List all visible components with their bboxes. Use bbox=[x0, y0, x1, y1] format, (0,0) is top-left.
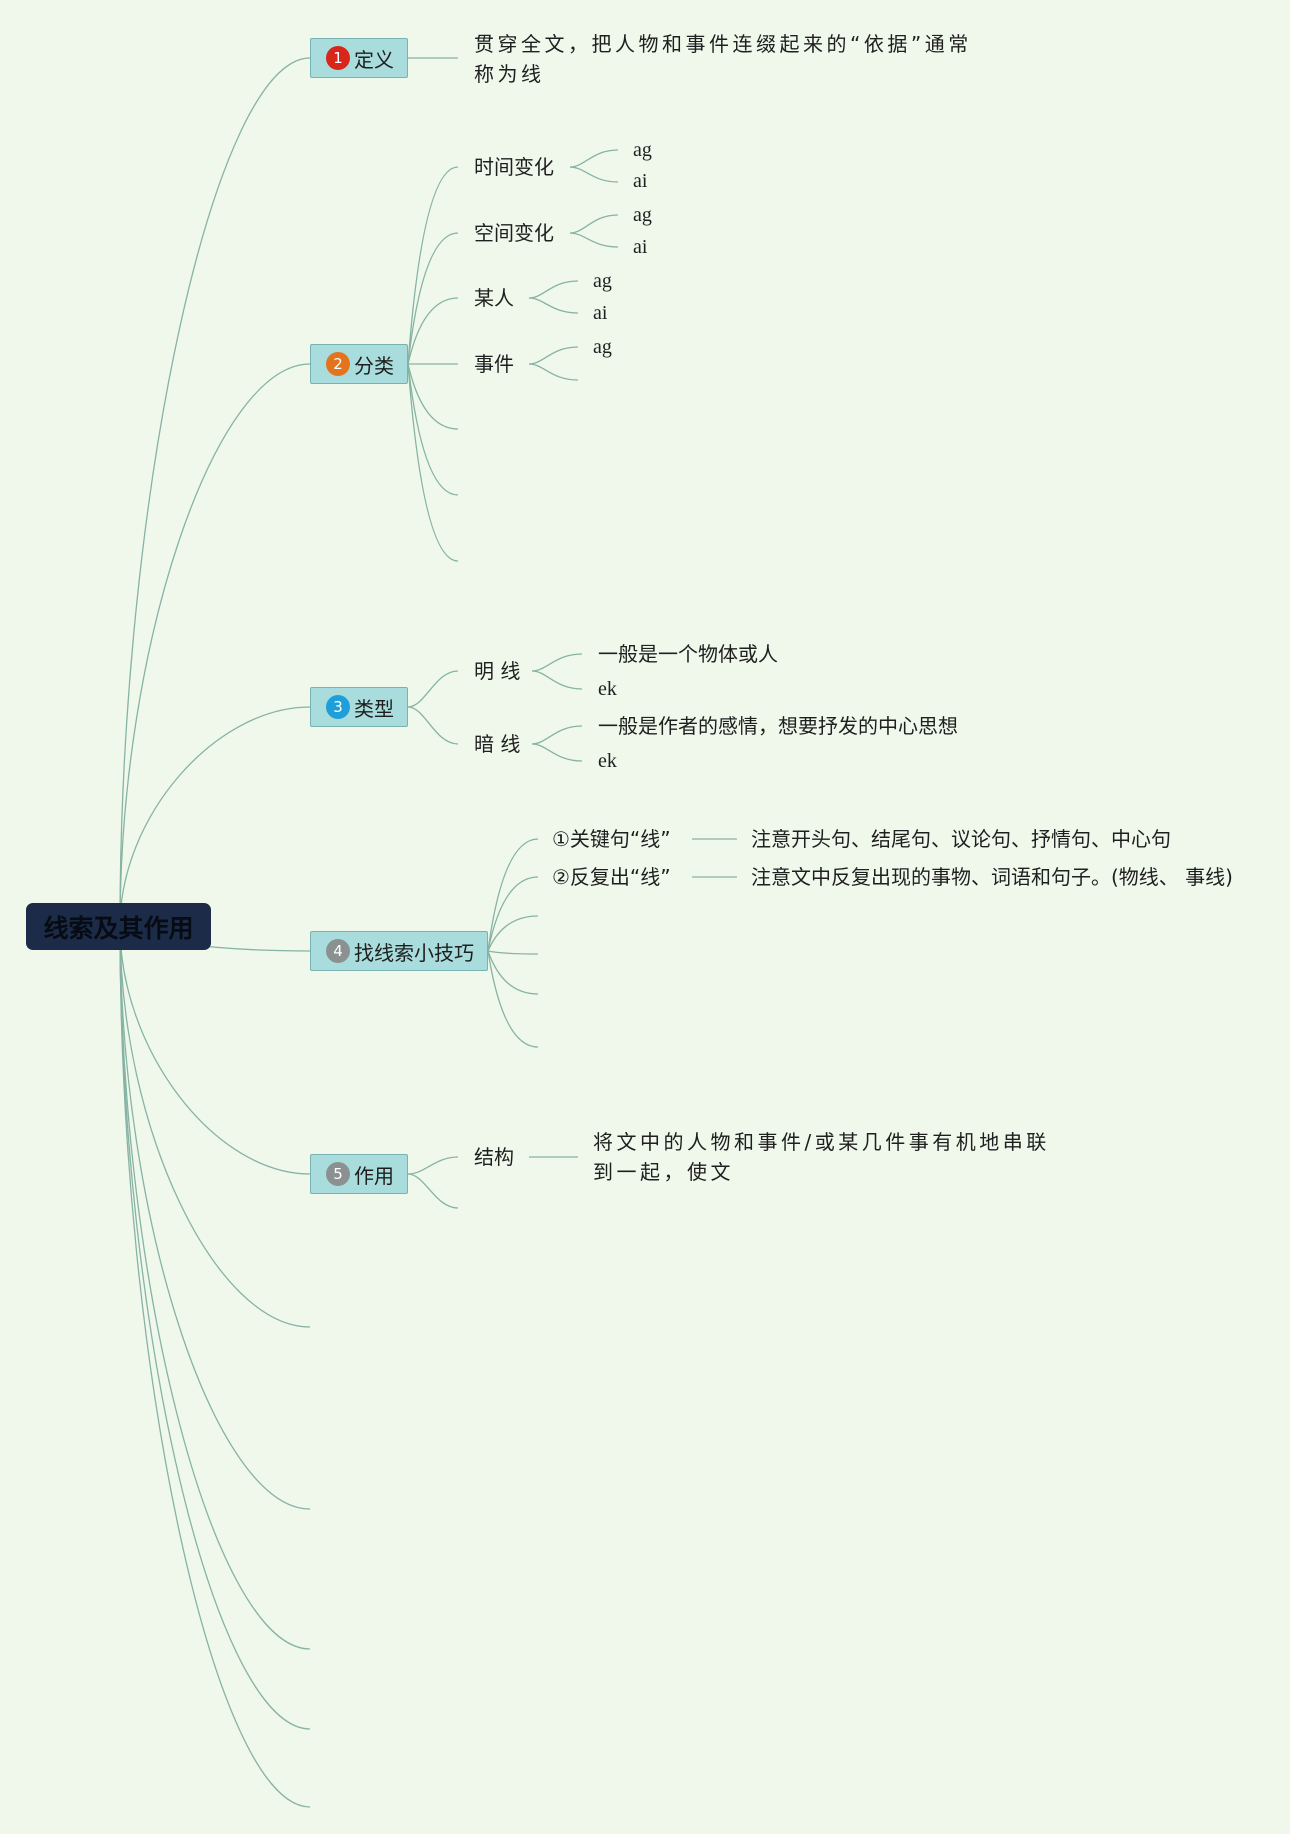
branch-classification[interactable]: 2 分类 bbox=[310, 344, 408, 384]
branch-label: 作用 bbox=[354, 1163, 394, 1188]
connector-root-function bbox=[119, 925, 311, 1175]
connector-classification-space bbox=[407, 232, 459, 365]
branch-label: 类型 bbox=[354, 696, 394, 721]
connector-person-leaf-1 bbox=[528, 280, 579, 299]
leaf-person-2[interactable]: ai bbox=[593, 302, 608, 324]
connector-implicit-leaf-2 bbox=[531, 743, 583, 762]
number-marker-3-icon: 3 bbox=[326, 695, 350, 719]
connector-root-empty-3 bbox=[119, 925, 311, 1650]
connector-root-definition bbox=[119, 57, 311, 927]
connector-tips-empty-3 bbox=[487, 950, 539, 995]
number-marker-1-icon: 1 bbox=[326, 46, 350, 70]
connector-root-empty-2 bbox=[119, 925, 311, 1510]
branch-definition[interactable]: 1 定义 bbox=[310, 38, 408, 78]
leaf-explicit-2[interactable]: ek bbox=[598, 678, 617, 700]
connector-classification-empty-1 bbox=[407, 363, 459, 430]
leaf-implicit-1[interactable]: 一般是作者的感情，想要抒发的中心思想 bbox=[598, 714, 958, 738]
connector-root-empty-1 bbox=[119, 925, 311, 1328]
connector-function-empty bbox=[407, 1173, 459, 1209]
connector-person-leaf-2 bbox=[528, 297, 579, 314]
subtopic-repetition[interactable]: ②反复出“线” bbox=[552, 865, 671, 889]
connector-event-leaf-1 bbox=[528, 346, 579, 365]
connector-tips-key-sentence bbox=[487, 838, 539, 952]
branch-label: 定义 bbox=[354, 47, 394, 72]
subtopic-implicit-clue[interactable]: 暗 线 bbox=[474, 732, 521, 756]
definition-note[interactable]: 贯穿全文，把人物和事件连缀起来的“依据”通常称为线 bbox=[474, 32, 972, 86]
central-topic[interactable]: 线索及其作用 bbox=[26, 903, 211, 950]
number-marker-5-icon: 5 bbox=[326, 1162, 350, 1186]
branch-tips[interactable]: 4 找线索小技巧 bbox=[310, 931, 488, 971]
leaf-implicit-2[interactable]: ek bbox=[598, 750, 617, 772]
detail-structure[interactable]: 将文中的人物和事件/或某几件事有机地串联到一起，使文 bbox=[593, 1130, 1050, 1184]
connector-types-explicit bbox=[407, 670, 459, 708]
connector-function-structure bbox=[407, 1156, 459, 1175]
connector-space-leaf-2 bbox=[569, 232, 619, 248]
connector-classification-empty-3 bbox=[407, 363, 459, 562]
subtopic-structure[interactable]: 结构 bbox=[474, 1145, 514, 1169]
subtopic-person[interactable]: 某人 bbox=[474, 286, 514, 310]
connector-time-leaf-2 bbox=[569, 166, 619, 183]
connector-space-leaf-1 bbox=[569, 214, 619, 234]
connector-time-leaf-1 bbox=[569, 149, 619, 168]
leaf-space-2[interactable]: ai bbox=[633, 236, 648, 258]
leaf-explicit-1[interactable]: 一般是一个物体或人 bbox=[598, 642, 778, 666]
connector-root-empty-4 bbox=[119, 925, 311, 1730]
connector-tips-repetition bbox=[487, 876, 539, 952]
number-marker-4-icon: 4 bbox=[326, 939, 350, 963]
subtopic-space-change[interactable]: 空间变化 bbox=[474, 221, 554, 245]
connector-root-types bbox=[119, 706, 311, 927]
leaf-space-1[interactable]: ag bbox=[633, 204, 652, 226]
leaf-time-2[interactable]: ai bbox=[633, 170, 648, 192]
connector-event-leaf-2 bbox=[528, 363, 579, 381]
detail-repetition[interactable]: 注意文中反复出现的事物、词语和句子。(物线、 事线) bbox=[751, 865, 1233, 889]
subtopic-event[interactable]: 事件 bbox=[474, 352, 514, 376]
connector-types-implicit bbox=[407, 706, 459, 745]
connector-classification-empty-2 bbox=[407, 363, 459, 496]
leaf-event-1[interactable]: ag bbox=[593, 336, 612, 358]
connector-classification-person bbox=[407, 297, 459, 365]
connector-root-empty-5 bbox=[119, 925, 311, 1808]
subtopic-explicit-clue[interactable]: 明 线 bbox=[474, 659, 521, 683]
connector-tips-empty-4 bbox=[487, 950, 539, 1048]
detail-key-sentence[interactable]: 注意开头句、结尾句、议论句、抒情句、中心句 bbox=[751, 827, 1171, 851]
connector-tips-empty-2 bbox=[487, 950, 539, 955]
number-marker-2-icon: 2 bbox=[326, 352, 350, 376]
connector-explicit-leaf-2 bbox=[531, 670, 583, 690]
leaf-person-1[interactable]: ag bbox=[593, 270, 612, 292]
connector-explicit-leaf-1 bbox=[531, 653, 583, 672]
central-topic-label: 线索及其作用 bbox=[43, 913, 194, 943]
subtopic-time-change[interactable]: 时间变化 bbox=[474, 155, 554, 179]
branch-function[interactable]: 5 作用 bbox=[310, 1154, 408, 1194]
connector-tips-empty-1 bbox=[487, 915, 539, 952]
connector-classification-time bbox=[407, 166, 459, 365]
connector-implicit-leaf-1 bbox=[531, 725, 583, 745]
leaf-time-1[interactable]: ag bbox=[633, 139, 652, 161]
branch-label: 分类 bbox=[354, 353, 394, 378]
branch-label: 找线索小技巧 bbox=[354, 940, 474, 965]
connector-root-classification bbox=[119, 363, 311, 927]
branch-types[interactable]: 3 类型 bbox=[310, 687, 408, 727]
subtopic-key-sentence[interactable]: ①关键句“线” bbox=[552, 827, 671, 851]
